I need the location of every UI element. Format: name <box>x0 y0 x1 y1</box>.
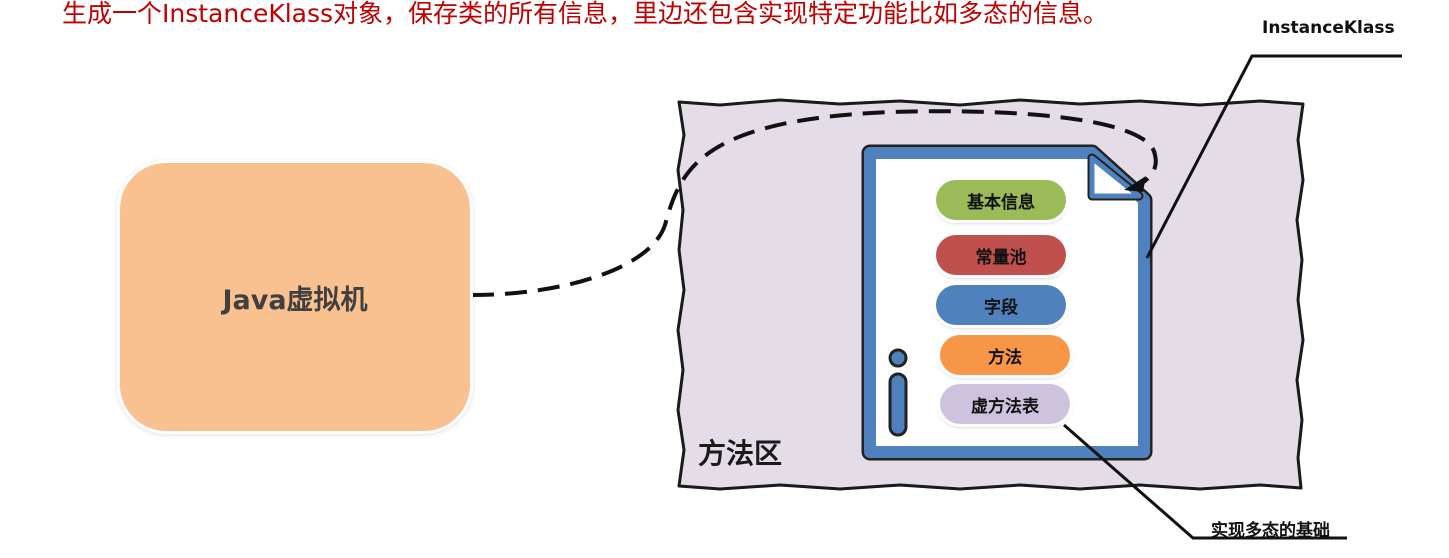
connector-arrowhead <box>1124 176 1146 192</box>
jvm-label: Java虚拟机 <box>222 284 368 316</box>
info-icon <box>888 348 908 437</box>
jvm-box: Java虚拟机 <box>120 163 470 431</box>
klass-item-vtable: 虚方法表 <box>940 384 1070 424</box>
heading-text: 生成一个InstanceKlass对象，保存类的所有信息，里边还包含实现特定功能… <box>62 0 1109 28</box>
instance-klass-callout-line <box>1145 54 1402 259</box>
klass-item-constant-pool: 常量池 <box>936 235 1066 275</box>
klass-item-fields: 字段 <box>936 285 1066 325</box>
polymorphism-callout-line <box>1063 423 1347 540</box>
method-area-label: 方法区 <box>698 437 783 470</box>
jvm-to-klass-dashed-connector <box>471 109 1158 297</box>
klass-item-basic-info: 基本信息 <box>936 180 1066 220</box>
polymorphism-callout: 实现多态的基础 <box>1211 521 1330 541</box>
instance-klass-callout: InstanceKlass <box>1262 18 1395 38</box>
klass-item-methods: 方法 <box>940 335 1070 375</box>
